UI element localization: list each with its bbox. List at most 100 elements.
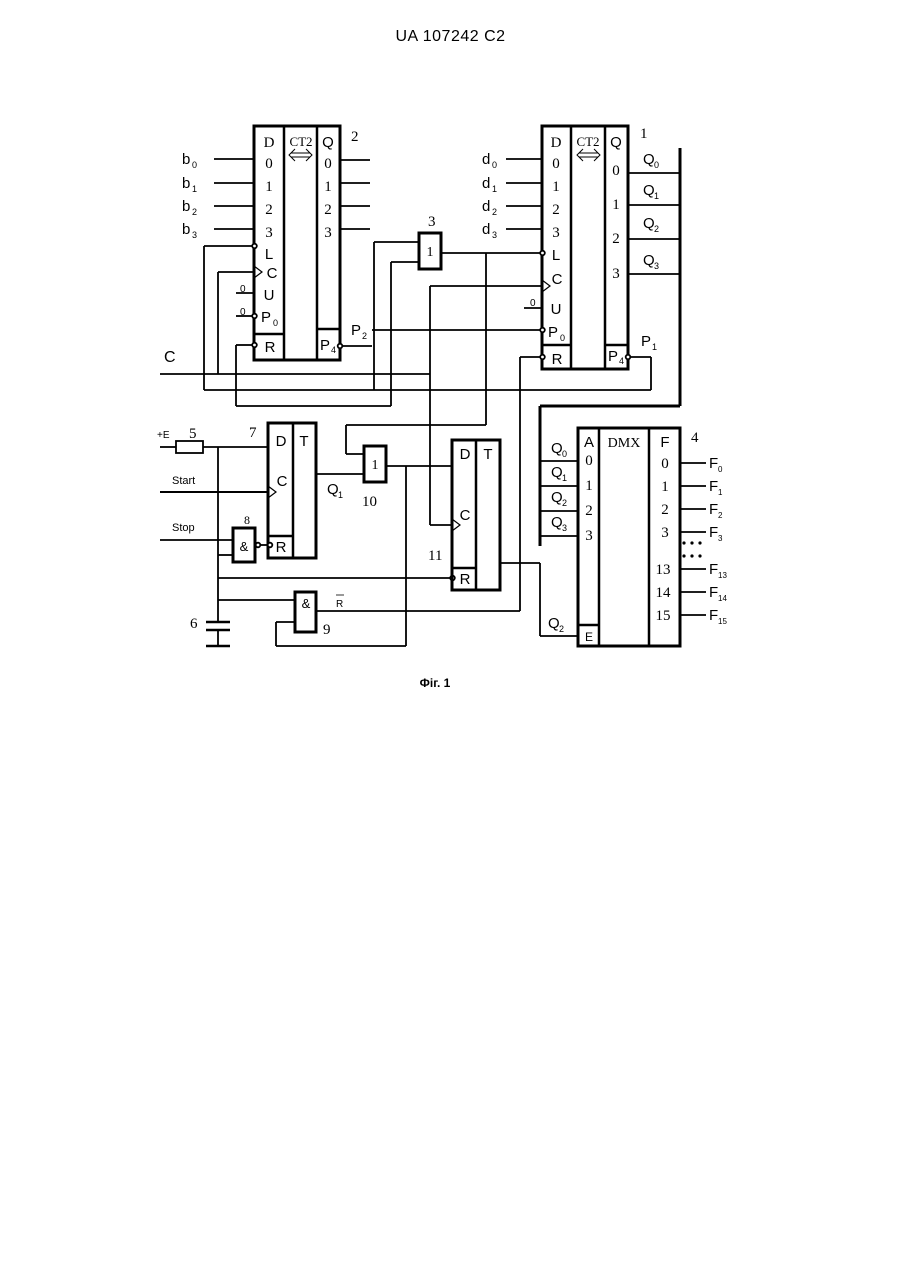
svg-text:1: 1 xyxy=(324,179,332,195)
svg-text:Q: Q xyxy=(643,151,655,168)
svg-text:D: D xyxy=(276,433,287,450)
svg-text:R: R xyxy=(552,351,563,368)
svg-text:14: 14 xyxy=(718,594,727,603)
svg-text:A: A xyxy=(584,434,594,451)
svg-text:b: b xyxy=(182,175,190,192)
svg-text:P: P xyxy=(320,337,330,354)
svg-text:C: C xyxy=(552,271,563,288)
svg-text:b: b xyxy=(182,198,190,215)
svg-text:0: 0 xyxy=(530,298,536,309)
svg-text:1: 1 xyxy=(661,479,669,495)
svg-text:14: 14 xyxy=(656,585,672,601)
svg-text:b: b xyxy=(182,221,190,238)
svg-text:C: C xyxy=(460,507,471,524)
svg-text:CT2: CT2 xyxy=(576,134,599,149)
svg-text:2: 2 xyxy=(585,503,593,519)
svg-text:F: F xyxy=(709,501,718,518)
svg-text:0: 0 xyxy=(552,156,560,172)
svg-text:0: 0 xyxy=(324,156,332,172)
svg-text:Q: Q xyxy=(551,440,563,457)
svg-text:CT2: CT2 xyxy=(289,134,312,149)
svg-text:Start: Start xyxy=(172,475,195,487)
svg-text:Q: Q xyxy=(322,134,334,151)
svg-text:2: 2 xyxy=(654,224,659,234)
svg-text:&: & xyxy=(302,596,311,611)
svg-text:Q: Q xyxy=(551,514,563,531)
svg-text:1: 1 xyxy=(192,184,197,194)
svg-text:0: 0 xyxy=(273,318,278,328)
svg-text:D: D xyxy=(264,135,275,151)
svg-text:U: U xyxy=(551,301,562,318)
svg-text:Stop: Stop xyxy=(172,522,195,534)
svg-text:3: 3 xyxy=(492,230,497,240)
svg-text:9: 9 xyxy=(323,622,331,638)
svg-text:13: 13 xyxy=(656,562,671,578)
svg-text:F: F xyxy=(709,584,718,601)
svg-text:0: 0 xyxy=(661,456,669,472)
svg-text:3: 3 xyxy=(265,225,273,241)
svg-text:L: L xyxy=(265,246,273,263)
svg-text:F: F xyxy=(709,478,718,495)
svg-text:2: 2 xyxy=(324,202,332,218)
svg-text:1: 1 xyxy=(652,342,657,352)
svg-text:1: 1 xyxy=(265,179,273,195)
svg-text:R: R xyxy=(265,339,276,356)
svg-text:1: 1 xyxy=(585,478,593,494)
svg-text:b: b xyxy=(182,151,190,168)
svg-text:0: 0 xyxy=(560,333,565,343)
ellipsis-dots xyxy=(682,541,701,557)
svg-text:P: P xyxy=(548,324,558,341)
svg-text:0: 0 xyxy=(654,160,659,170)
svg-text:D: D xyxy=(460,446,471,463)
svg-text:3: 3 xyxy=(428,214,436,230)
svg-text:F: F xyxy=(660,434,669,451)
svg-text:3: 3 xyxy=(654,261,659,271)
svg-text:0: 0 xyxy=(265,156,273,172)
svg-text:0: 0 xyxy=(585,453,593,469)
svg-text:15: 15 xyxy=(718,617,727,626)
svg-text:4: 4 xyxy=(619,356,624,366)
svg-text:Q: Q xyxy=(643,182,655,199)
figure-caption: Фіг. 1 xyxy=(0,676,870,690)
svg-text:4: 4 xyxy=(331,345,336,355)
svg-text:1: 1 xyxy=(427,245,434,260)
svg-text:3: 3 xyxy=(585,528,593,544)
svg-text:3: 3 xyxy=(324,225,332,241)
svg-text:Q: Q xyxy=(548,615,560,632)
svg-text:13: 13 xyxy=(718,571,727,580)
svg-text:d: d xyxy=(482,221,490,238)
svg-text:2: 2 xyxy=(192,207,197,217)
svg-text:T: T xyxy=(483,446,492,463)
svg-text:8: 8 xyxy=(244,513,250,527)
svg-text:11: 11 xyxy=(428,548,442,564)
svg-text:6: 6 xyxy=(190,616,198,632)
svg-text:Q: Q xyxy=(551,464,563,481)
svg-text:U: U xyxy=(264,287,275,304)
svg-text:15: 15 xyxy=(656,608,671,624)
svg-text:L: L xyxy=(552,247,560,264)
svg-text:1: 1 xyxy=(492,184,497,194)
diagram-text: D 0 1 2 3 L C U P 0 R CT2 Q 0 1 2 3 P 4 … xyxy=(157,126,727,644)
svg-text:2: 2 xyxy=(351,129,359,145)
svg-text:d: d xyxy=(482,151,490,168)
svg-text:R: R xyxy=(460,571,471,588)
svg-text:Q: Q xyxy=(551,489,563,506)
svg-text:3: 3 xyxy=(552,225,560,241)
svg-text:F: F xyxy=(709,455,718,472)
svg-text:C: C xyxy=(277,473,288,490)
svg-text:7: 7 xyxy=(249,425,257,441)
svg-text:0: 0 xyxy=(718,465,723,474)
svg-text:Q: Q xyxy=(643,215,655,232)
svg-text:5: 5 xyxy=(189,426,197,442)
svg-text:1: 1 xyxy=(552,179,560,195)
svg-text:2: 2 xyxy=(492,207,497,217)
svg-text:Q: Q xyxy=(327,481,339,498)
svg-text:T: T xyxy=(299,433,308,450)
svg-text:R: R xyxy=(336,599,343,610)
svg-text:&: & xyxy=(240,539,249,554)
svg-text:1: 1 xyxy=(718,488,723,497)
svg-text:2: 2 xyxy=(362,331,367,341)
svg-text:3: 3 xyxy=(562,523,567,533)
svg-text:D: D xyxy=(551,135,562,151)
